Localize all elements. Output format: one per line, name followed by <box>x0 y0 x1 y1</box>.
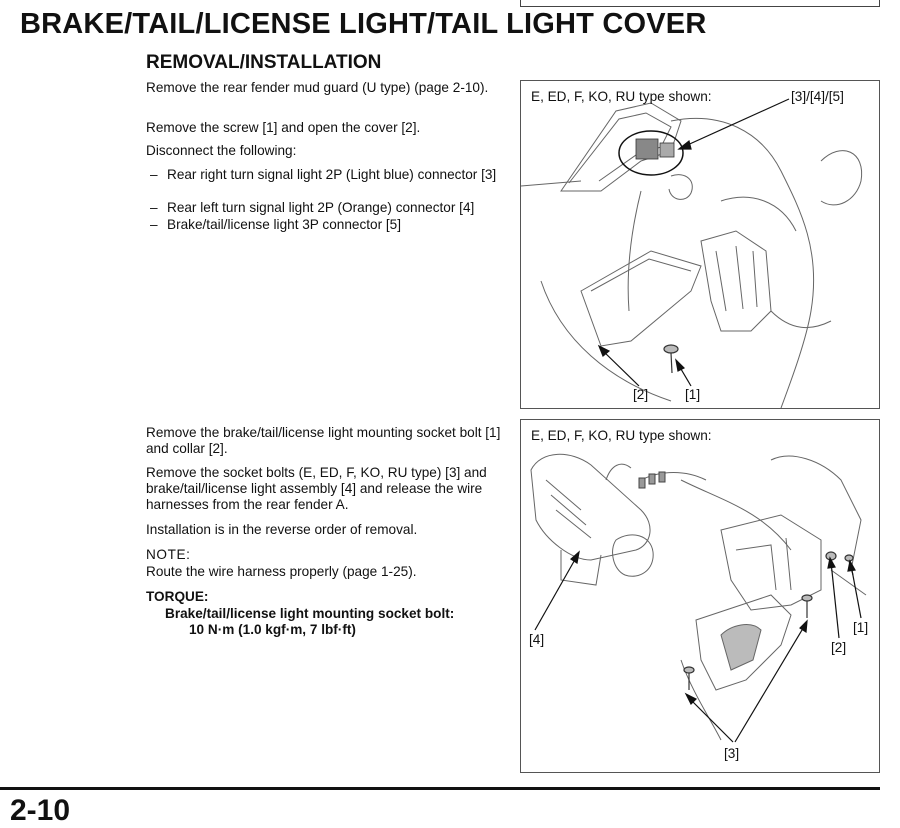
list-item: – Rear left turn signal light 2P (Orange… <box>150 200 510 216</box>
list-item-text: Brake/tail/license light 3P connector [5… <box>167 217 401 232</box>
torque-label: TORQUE: <box>146 589 209 604</box>
list-item-text: Rear left turn signal light 2P (Orange) … <box>167 200 475 215</box>
step-text: Remove the brake/tail/license light moun… <box>146 425 501 456</box>
previous-figure-frame <box>520 0 880 7</box>
dash-bullet: – <box>150 167 158 182</box>
figure-caption: E, ED, F, KO, RU type shown: <box>531 428 712 443</box>
step-text: Disconnect the following: <box>146 143 297 158</box>
screw-icon <box>663 344 679 374</box>
torque-value: 10 N·m (1.0 kgf·m, 7 lbf·ft) <box>189 622 356 637</box>
dash-bullet: – <box>150 217 158 232</box>
step-text: Remove the screw [1] and open the cover … <box>146 120 421 135</box>
step-text: Remove the socket bolts (E, ED, F, KO, R… <box>146 465 487 512</box>
tail-light-assembly-illustration <box>530 453 867 743</box>
rear-fender-cover-illustration <box>521 98 863 408</box>
step-text: Remove the rear fender mud guard (U type… <box>146 80 489 95</box>
step-text: Installation is in the reverse order of … <box>146 522 418 537</box>
list-item: – Brake/tail/license light 3P connector … <box>150 217 510 233</box>
connector-highlight-circle <box>618 130 684 176</box>
callout-label: [2] <box>633 387 649 402</box>
list-item: – Rear right turn signal light 2P (Light… <box>150 167 510 183</box>
callout-label: [1] <box>853 620 869 635</box>
socket-bolt-icon <box>683 551 854 690</box>
dash-bullet: – <box>150 200 158 215</box>
callout-label: [3]/[4]/[5] <box>791 89 844 104</box>
footer-rule <box>0 787 880 790</box>
callout-label: [1] <box>685 387 701 402</box>
figure-2: E, ED, F, KO, RU type shown: [4] [1] [2]… <box>520 419 880 773</box>
page-number: 2-10 <box>10 794 71 827</box>
callout-label: [4] <box>529 632 545 647</box>
callout-label: [2] <box>831 640 847 655</box>
page-title: BRAKE/TAIL/LICENSE LIGHT/TAIL LIGHT COVE… <box>20 8 707 40</box>
callout-label: [3] <box>724 746 740 761</box>
note-text: Route the wire harness properly (page 1-… <box>146 564 417 579</box>
torque-item: Brake/tail/license light mounting socket… <box>165 606 455 621</box>
note-label: NOTE: <box>146 547 191 562</box>
list-item-text: Rear right turn signal light 2P (Light b… <box>167 167 497 182</box>
figure-caption: E, ED, F, KO, RU type shown: <box>531 89 712 104</box>
section-heading: REMOVAL/INSTALLATION <box>146 52 382 73</box>
figure-1: E, ED, F, KO, RU type shown: [3]/[4]/[5]… <box>520 80 880 409</box>
